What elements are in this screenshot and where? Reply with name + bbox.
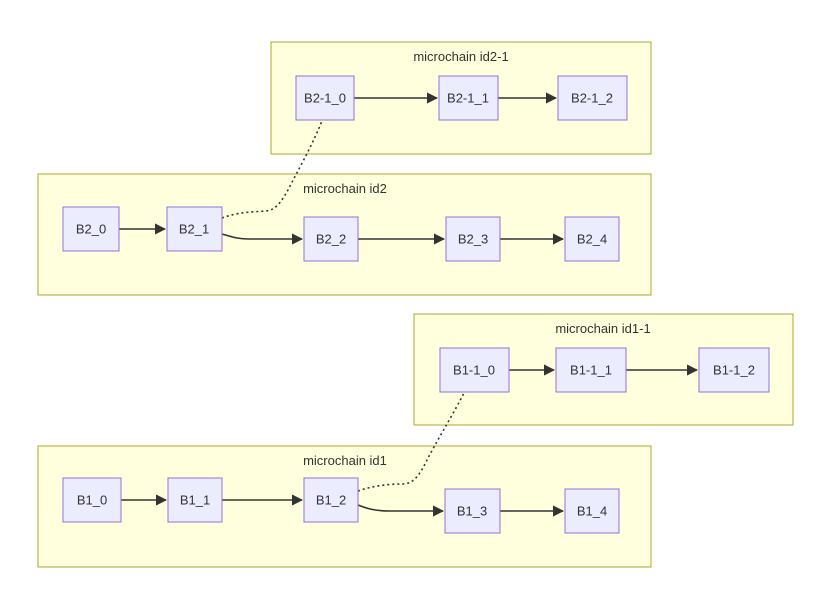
node-B2_2[interactable]: B2_2: [303, 216, 359, 262]
nodes: B2-1_0 B2-1_1 B2-1_2 B2_0 B2_1 B2_2 B2_3: [62, 75, 770, 534]
node-B1_4[interactable]: B1_4: [564, 488, 620, 534]
node-B1_3[interactable]: B1_3: [444, 488, 501, 534]
node-label: B1-1_2: [713, 363, 755, 378]
node-B2_4[interactable]: B2_4: [564, 216, 620, 262]
cluster-id1-label: microchain id1: [303, 453, 387, 468]
node-label: B1-1_1: [570, 363, 612, 378]
node-label: B1_2: [316, 493, 346, 508]
node-label: B2_3: [458, 232, 488, 247]
node-B1_2[interactable]: B1_2: [303, 477, 359, 523]
cluster-id2: microchain id2: [37, 173, 652, 296]
node-label: B2_4: [577, 232, 607, 247]
node-label: B2-1_0: [304, 91, 346, 106]
node-label: B2-1_2: [571, 91, 613, 106]
node-label: B2-1_1: [447, 91, 489, 106]
node-B1_1[interactable]: B1_1: [167, 477, 223, 523]
node-B1_0[interactable]: B1_0: [62, 477, 122, 523]
node-label: B2_2: [316, 232, 346, 247]
node-label: B1_3: [457, 504, 487, 519]
node-B1-1_2[interactable]: B1-1_2: [698, 347, 770, 393]
edges: [119, 92, 699, 517]
node-label: B2_0: [76, 222, 106, 237]
edge-B2_1-B2_2: [221, 233, 304, 245]
node-B2-1_1[interactable]: B2-1_1: [438, 75, 499, 121]
node-label: B2_1: [179, 222, 209, 237]
edge-B1_2-B1_3: [357, 504, 445, 517]
cluster-id2-label: microchain id2: [303, 181, 387, 196]
cluster-id2-1-label: microchain id2-1: [413, 49, 508, 64]
node-label: B1_4: [577, 504, 607, 519]
node-B1-1_1[interactable]: B1-1_1: [555, 347, 627, 393]
edge-B1_2-B1-1_0: [357, 392, 465, 492]
node-B1-1_0[interactable]: B1-1_0: [439, 347, 510, 393]
node-B2_3[interactable]: B2_3: [445, 216, 501, 262]
node-B2-1_0[interactable]: B2-1_0: [295, 75, 355, 121]
node-label: B1_1: [180, 493, 210, 508]
node-B2_0[interactable]: B2_0: [62, 206, 120, 252]
cluster-id1-1-label: microchain id1-1: [555, 321, 650, 336]
node-B2-1_2[interactable]: B2-1_2: [557, 75, 628, 121]
node-label: B1-1_0: [453, 363, 495, 378]
node-label: B1_0: [77, 493, 107, 508]
node-B2_1[interactable]: B2_1: [166, 206, 223, 252]
